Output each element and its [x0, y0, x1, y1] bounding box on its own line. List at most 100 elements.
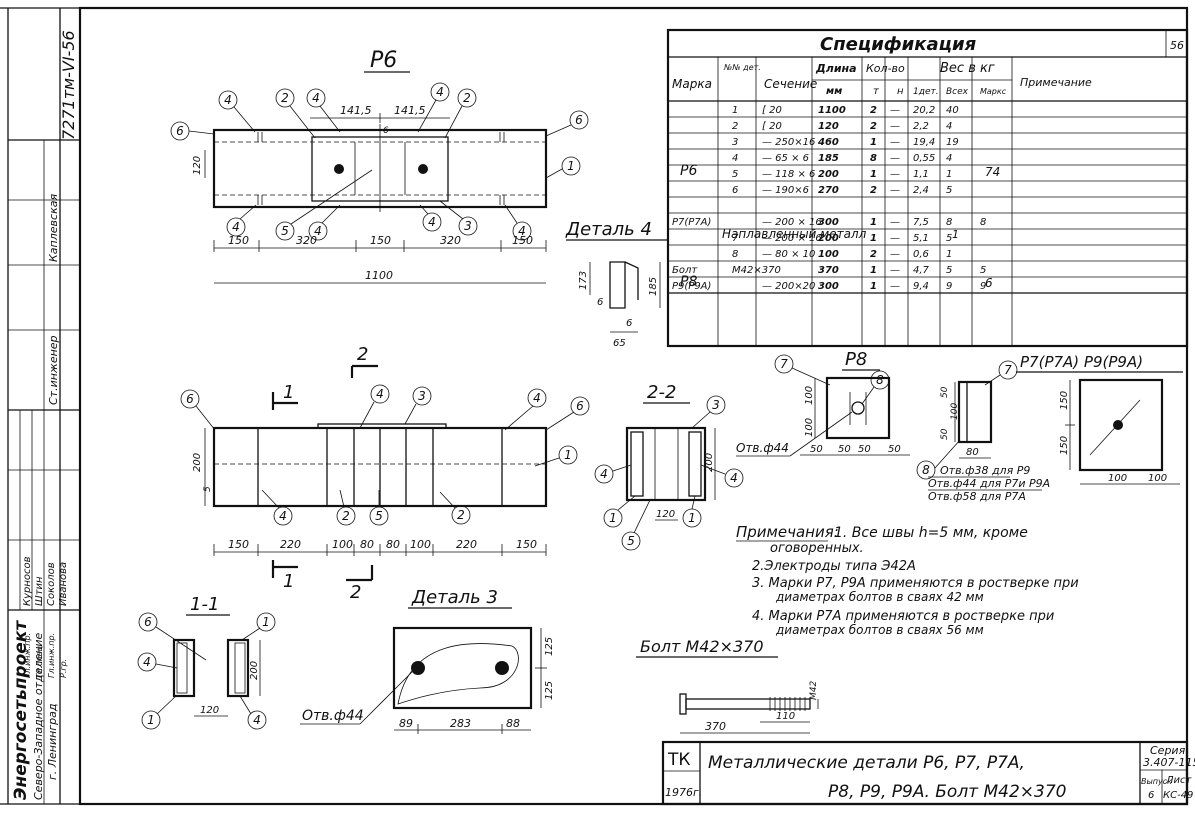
p8-callout-7b: 7: [1004, 363, 1012, 377]
cut-2-top: 2: [357, 344, 368, 365]
p6-callout-4a: 4: [224, 93, 232, 107]
spec-cell: 1: [946, 169, 952, 180]
spec-cell: 2: [870, 121, 877, 132]
spec-cell: — 200 × 16: [762, 217, 822, 228]
spec-p6-total: 74: [985, 165, 1000, 179]
p8-callout-8a: 8: [876, 373, 884, 387]
front-dim-8: 150: [516, 538, 537, 551]
tb-sheet: КС-49: [1163, 790, 1193, 801]
spec-cell: 20,2: [913, 105, 935, 116]
sec22-title: 2-2: [647, 382, 676, 403]
tb-series: 3.407-115: [1143, 756, 1195, 769]
p6-dim-six: 6: [383, 126, 389, 136]
notes-line-2: оговоренных.: [770, 541, 864, 556]
p6-dim-b1: 150: [228, 234, 249, 247]
stamp-name-2: Штин: [34, 576, 45, 606]
notes-line-5: диаметрах болтов в сваях 42 мм: [775, 590, 984, 604]
front-callout-6a: 6: [186, 392, 194, 406]
spec-cell: —: [890, 153, 900, 164]
front-callout-6b: 6: [576, 399, 584, 413]
det4-dim-65: 65: [613, 338, 626, 349]
det3-title: Деталь 3: [411, 587, 498, 608]
p8-side-dim-1: 50: [940, 386, 950, 398]
view-p7-p9: Р7(Р7А) Р9(Р9А) 150 150 100 100: [1016, 353, 1183, 485]
p6-callout-6a: 6: [575, 113, 583, 127]
spec-h-num: №№ дет.: [723, 63, 761, 72]
spec-cell: 2: [870, 249, 877, 260]
view-section-1-1: 1-1 200 120 6 1 4 1 4: [137, 594, 276, 730]
p6-dim-top-1: 141,5: [340, 104, 372, 117]
spec-weld-all: 1: [952, 228, 959, 241]
spec-cell: 1: [870, 217, 877, 228]
sec22-callout-4a: 4: [600, 467, 608, 481]
spec-cell: М42×370: [732, 265, 781, 276]
p6-callout-4d: 4: [232, 220, 240, 234]
spec-h-one: 1дет.: [913, 87, 939, 97]
det3-dim-h2: 125: [544, 681, 555, 700]
p6-callout-6b: 6: [176, 124, 184, 138]
spec-cell: —: [890, 169, 900, 180]
spec-cell: 370: [818, 265, 839, 276]
spec-cell: 300: [818, 281, 839, 292]
sec22-callout-5: 5: [627, 534, 635, 548]
spec-cell: 1: [732, 105, 738, 116]
cut-2-bottom: 2: [350, 582, 361, 603]
spec-cell: 9: [946, 281, 952, 292]
view-p8: Р8 100 100 50 50 50 50 Отв.ф44 50 100 50…: [736, 349, 1050, 503]
p6-callout-2a: 2: [281, 91, 289, 105]
spec-h-n: н: [897, 86, 904, 97]
sec22-dim-w: 120: [656, 509, 675, 520]
bolt-dim-thread: 110: [776, 711, 795, 722]
front-callout-5: 5: [375, 509, 383, 523]
det3-dim-2: 283: [450, 717, 471, 730]
spec-cell: [ 20: [762, 121, 782, 132]
p8-side-dim-w: 80: [966, 447, 979, 458]
hole-note-3: Отв.ф58 для Р7А: [928, 490, 1026, 503]
spec-cell: 1100: [818, 105, 846, 116]
spec-cell: 1: [870, 233, 877, 244]
det4-dim-185: 185: [648, 277, 659, 296]
p8-side-dim-2: 100: [950, 403, 960, 420]
tb-sheet-label: Лист: [1165, 775, 1193, 786]
spec-p8-mark: Р8: [680, 274, 697, 290]
view-detail-3: Деталь 3 125 125 89 283 88 Отв.ф44: [300, 587, 555, 734]
view-front: 2 1 200 5 150 220 100 8: [180, 344, 590, 603]
stamp-name-4: Иванова: [58, 562, 69, 606]
tb-line-1: Металлические детали Р6, Р7, Р7А,: [708, 753, 1025, 773]
p6-dim-h: 120: [192, 156, 203, 175]
spec-cell: 8: [732, 249, 738, 260]
p6-dim-total: 1100: [365, 269, 393, 282]
p8-dim-h1: 100: [804, 386, 815, 405]
stamp-role-4: Р.гр.: [59, 659, 68, 678]
stamp-name-1: Курносов: [22, 556, 33, 606]
notes-line-6: 4. Марки Р7А применяются в ростверке при: [752, 609, 1054, 624]
spec-cell: —: [890, 281, 900, 292]
spec-cell: —: [890, 185, 900, 196]
notes-line-7: диаметрах болтов в сваях 56 мм: [775, 623, 984, 637]
spec-table: Спецификация 56 Марка №№ дет. Сечение Дл…: [666, 28, 1189, 348]
det4-title: Деталь 4: [565, 219, 652, 240]
p8-dim-w3: 50: [858, 444, 871, 455]
spec-p8-total: 6: [985, 276, 993, 290]
spec-cell: —: [890, 265, 900, 276]
spec-cell: 200: [818, 233, 839, 244]
det4-dim-6a: 6: [597, 297, 603, 308]
cut-1-top: 1: [283, 382, 294, 403]
spec-cell: Р7(Р7А): [672, 217, 711, 228]
p6-dim-top-2: 141,5: [394, 104, 426, 117]
side-stamp: 7271тм-VI-56 Каплевская Ст.инженер Курно…: [8, 8, 80, 804]
det3-dim-h1: 125: [544, 637, 555, 656]
p6-dim-b5: 150: [512, 234, 533, 247]
view-detail-4: Деталь 4 173 185 6 6 65: [565, 219, 668, 349]
front-callout-1: 1: [564, 448, 572, 462]
p8-dim-h2: 100: [804, 418, 815, 437]
spec-cell: 19: [946, 137, 959, 148]
spec-cell: 5: [946, 185, 952, 196]
spec-cell: 4: [732, 153, 738, 164]
spec-cell: 8: [870, 153, 877, 164]
bolt-dim-dia: М42: [809, 681, 819, 700]
front-dim-4: 80: [360, 538, 374, 551]
spec-cell: 8: [980, 217, 986, 228]
spec-cell: — 200×20: [762, 281, 815, 292]
title-block: ТК 1976г. Металлические детали Р6, Р7, Р…: [661, 740, 1195, 806]
